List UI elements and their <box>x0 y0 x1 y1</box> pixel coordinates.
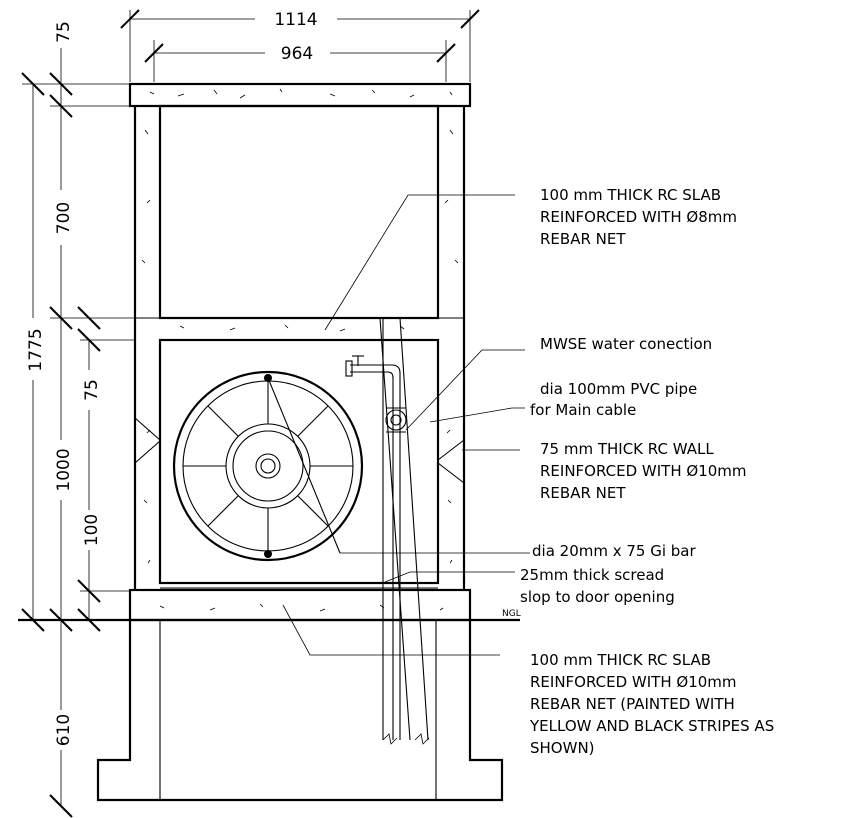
note-water-connection-line1: MWSE water conection <box>540 335 712 353</box>
dim-1114-label: 1114 <box>274 10 317 30</box>
dim-610-label: 610 <box>54 714 74 746</box>
dim-overall-width: 1114 <box>120 9 480 82</box>
note-pvc-pipe-line1: dia 100mm PVC pipe <box>540 380 697 398</box>
note-screed-line1: 25mm thick scread <box>520 566 664 584</box>
upper-chamber <box>158 104 440 320</box>
hose-reel <box>172 370 364 562</box>
structure: NGL <box>18 82 521 802</box>
dim-1775-label: 1775 <box>26 328 46 371</box>
note-gi-bar-line1: dia 20mm x 75 Gi bar <box>532 542 697 560</box>
note-gi-bar: dia 20mm x 75 Gi bar <box>532 542 697 560</box>
note-top-slab-line3: REBAR NET <box>540 230 626 248</box>
note-bottom-slab-line2: REINFORCED WITH Ø10mm <box>530 673 737 691</box>
note-wall-line3: REBAR NET <box>540 484 626 502</box>
dim-75-mid-label: 75 <box>82 379 102 401</box>
ngl-label: NGL <box>502 609 521 619</box>
gi-bar-bottom <box>264 550 272 558</box>
note-pvc-pipe-line2: for Main cable <box>530 401 636 419</box>
note-top-slab: 100 mm THICK RC SLAB REINFORCED WITH Ø8m… <box>540 186 737 248</box>
note-bottom-slab-line3: REBAR NET (PAINTED WITH <box>530 695 735 713</box>
note-pvc-pipe: dia 100mm PVC pipe for Main cable <box>530 380 697 419</box>
dim-inner-width: 964 <box>144 40 456 82</box>
note-bottom-slab-line4: YELLOW AND BLACK STRIPES AS <box>529 717 774 735</box>
lower-chamber <box>158 338 440 585</box>
note-screed: 25mm thick scread slop to door opening <box>520 566 675 606</box>
leaders <box>282 194 530 656</box>
water-connection <box>345 355 407 740</box>
note-top-slab-line1: 100 mm THICK RC SLAB <box>540 186 721 204</box>
note-wall-line1: 75 mm THICK RC WALL <box>540 440 714 458</box>
foundation <box>96 620 504 802</box>
pvc-pipe <box>379 317 430 745</box>
note-water-connection: MWSE water conection <box>540 335 712 353</box>
dim-964-label: 964 <box>281 44 313 64</box>
dim-75-top-label: 75 <box>54 21 74 43</box>
dim-1000-label: 1000 <box>54 448 74 491</box>
dim-left-chain: 75 700 1775 75 1000 100 610 <box>21 21 135 818</box>
note-bottom-slab: 100 mm THICK RC SLAB REINFORCED WITH Ø10… <box>529 651 774 757</box>
note-wall-line2: REINFORCED WITH Ø10mm <box>540 462 747 480</box>
note-screed-line2: slop to door opening <box>520 588 675 606</box>
note-top-slab-line2: REINFORCED WITH Ø8mm <box>540 208 737 226</box>
note-bottom-slab-line1: 100 mm THICK RC SLAB <box>530 651 711 669</box>
note-bottom-slab-line5: SHOWN) <box>530 739 595 757</box>
dim-100-label: 100 <box>82 514 102 546</box>
note-wall: 75 mm THICK RC WALL REINFORCED WITH Ø10m… <box>540 440 747 502</box>
dim-700-label: 700 <box>54 202 74 234</box>
